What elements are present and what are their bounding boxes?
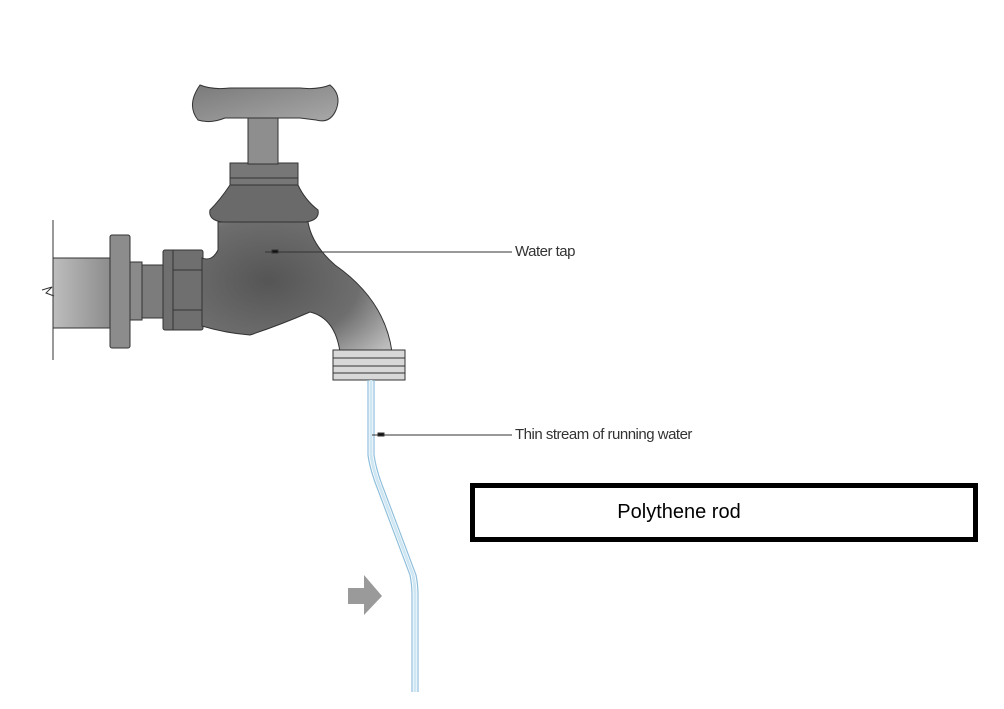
- polythene-rod[interactable]: Polythene rod: [470, 483, 978, 542]
- water-stream: [367, 380, 419, 692]
- stream-label: Thin stream of running water: [515, 426, 692, 443]
- water-tap-label: Water tap: [515, 243, 575, 260]
- leader-lines: [265, 249, 512, 437]
- polythene-rod-label: Polythene rod: [617, 501, 741, 523]
- tap: [109, 84, 406, 381]
- arrow-right-icon: [348, 575, 382, 615]
- wall-pipe: [41, 220, 114, 360]
